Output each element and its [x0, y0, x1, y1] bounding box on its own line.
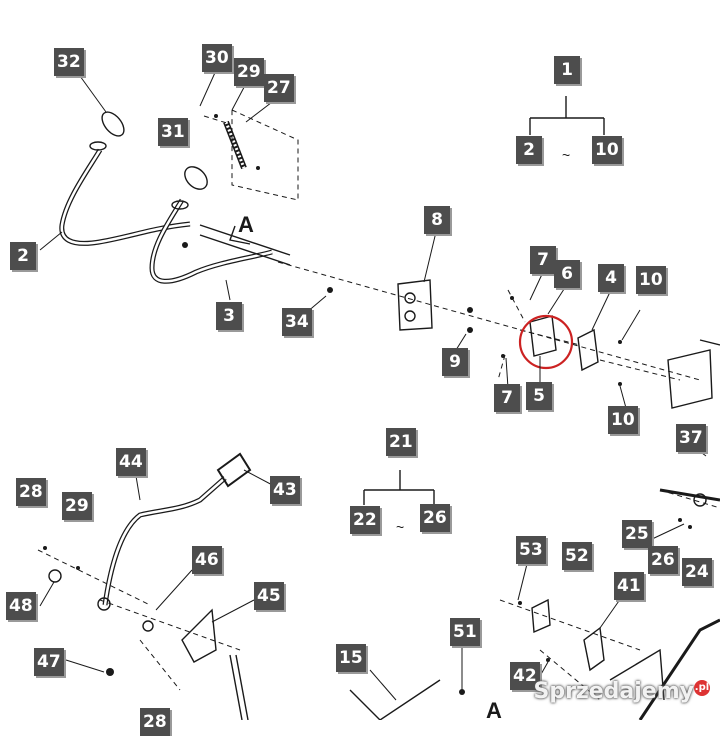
callout-2: 2: [516, 136, 542, 164]
bracket-8: [397, 279, 433, 331]
callout-46: 46: [192, 546, 222, 574]
callout-31: 31: [158, 118, 188, 146]
callout-1: 1: [554, 56, 580, 84]
rod-25: [659, 488, 720, 502]
callout-29-lower: 29: [62, 492, 92, 520]
callout-21: 21: [386, 428, 416, 456]
callout-27: 27: [264, 74, 294, 102]
pedal-rod: [59, 148, 191, 246]
pedal-44: [102, 476, 227, 606]
callout-44: 44: [116, 448, 146, 476]
callout-2-rod: 2: [10, 242, 36, 270]
callout-4: 4: [598, 264, 624, 292]
pedal-32: [101, 111, 125, 137]
callout-22: 22: [350, 506, 380, 534]
highlight-circle: [518, 314, 574, 370]
bracket-45: [181, 608, 217, 663]
callout-32: 32: [54, 48, 84, 76]
callout-26-right: 26: [648, 546, 678, 574]
callout-7: 7: [530, 246, 556, 274]
callout-47: 47: [34, 648, 64, 676]
callout-28-lower: 28: [140, 708, 170, 736]
parts-diagram: ~ ~: [37, 65, 720, 720]
callout-10: 10: [592, 136, 622, 164]
main-shaft: [199, 224, 291, 266]
callout-3: 3: [216, 302, 242, 330]
callout-29: 29: [234, 58, 264, 86]
callout-24: 24: [682, 558, 712, 586]
bracket-1: [529, 96, 605, 135]
callout-42: 42: [510, 662, 540, 690]
lever-41: [583, 626, 605, 672]
callout-6: 6: [554, 260, 580, 288]
callout-45: 45: [254, 582, 284, 610]
callout-7-lower: 7: [494, 384, 520, 412]
bracket-21: [363, 470, 435, 505]
reference-letter-a-top: A: [238, 212, 254, 237]
callout-51: 51: [450, 618, 480, 646]
callout-26: 26: [420, 504, 450, 532]
callout-5: 5: [526, 382, 552, 410]
watermark-text: Sprzedajemy: [533, 679, 695, 704]
watermark: Sprzedajemy.pl: [533, 679, 710, 704]
svg-text:~: ~: [562, 147, 570, 163]
watermark-suffix: .pl: [694, 679, 710, 696]
callout-48: 48: [6, 592, 36, 620]
callout-28: 28: [16, 478, 46, 506]
callout-15: 15: [336, 644, 366, 672]
callout-37: 37: [676, 424, 706, 452]
callout-25: 25: [622, 520, 652, 548]
callout-41: 41: [614, 572, 644, 600]
reference-letter-a-bottom: A: [486, 698, 502, 720]
callout-10-lower: 10: [608, 406, 638, 434]
callout-30: 30: [202, 44, 232, 72]
callout-53: 53: [516, 536, 546, 564]
latch-4: [577, 328, 599, 372]
callout-34: 34: [282, 308, 312, 336]
svg-text:~: ~: [396, 519, 404, 535]
callout-43: 43: [270, 476, 300, 504]
pedal-arm: [149, 198, 273, 284]
callout-10-latch: 10: [636, 266, 666, 294]
callout-52: 52: [562, 542, 592, 570]
pedal-pad-43: [216, 452, 252, 488]
linkage-15: [349, 679, 441, 720]
latch-6: [529, 315, 557, 357]
callout-8: 8: [424, 206, 450, 234]
callout-9: 9: [442, 348, 468, 376]
plate: [667, 349, 713, 409]
